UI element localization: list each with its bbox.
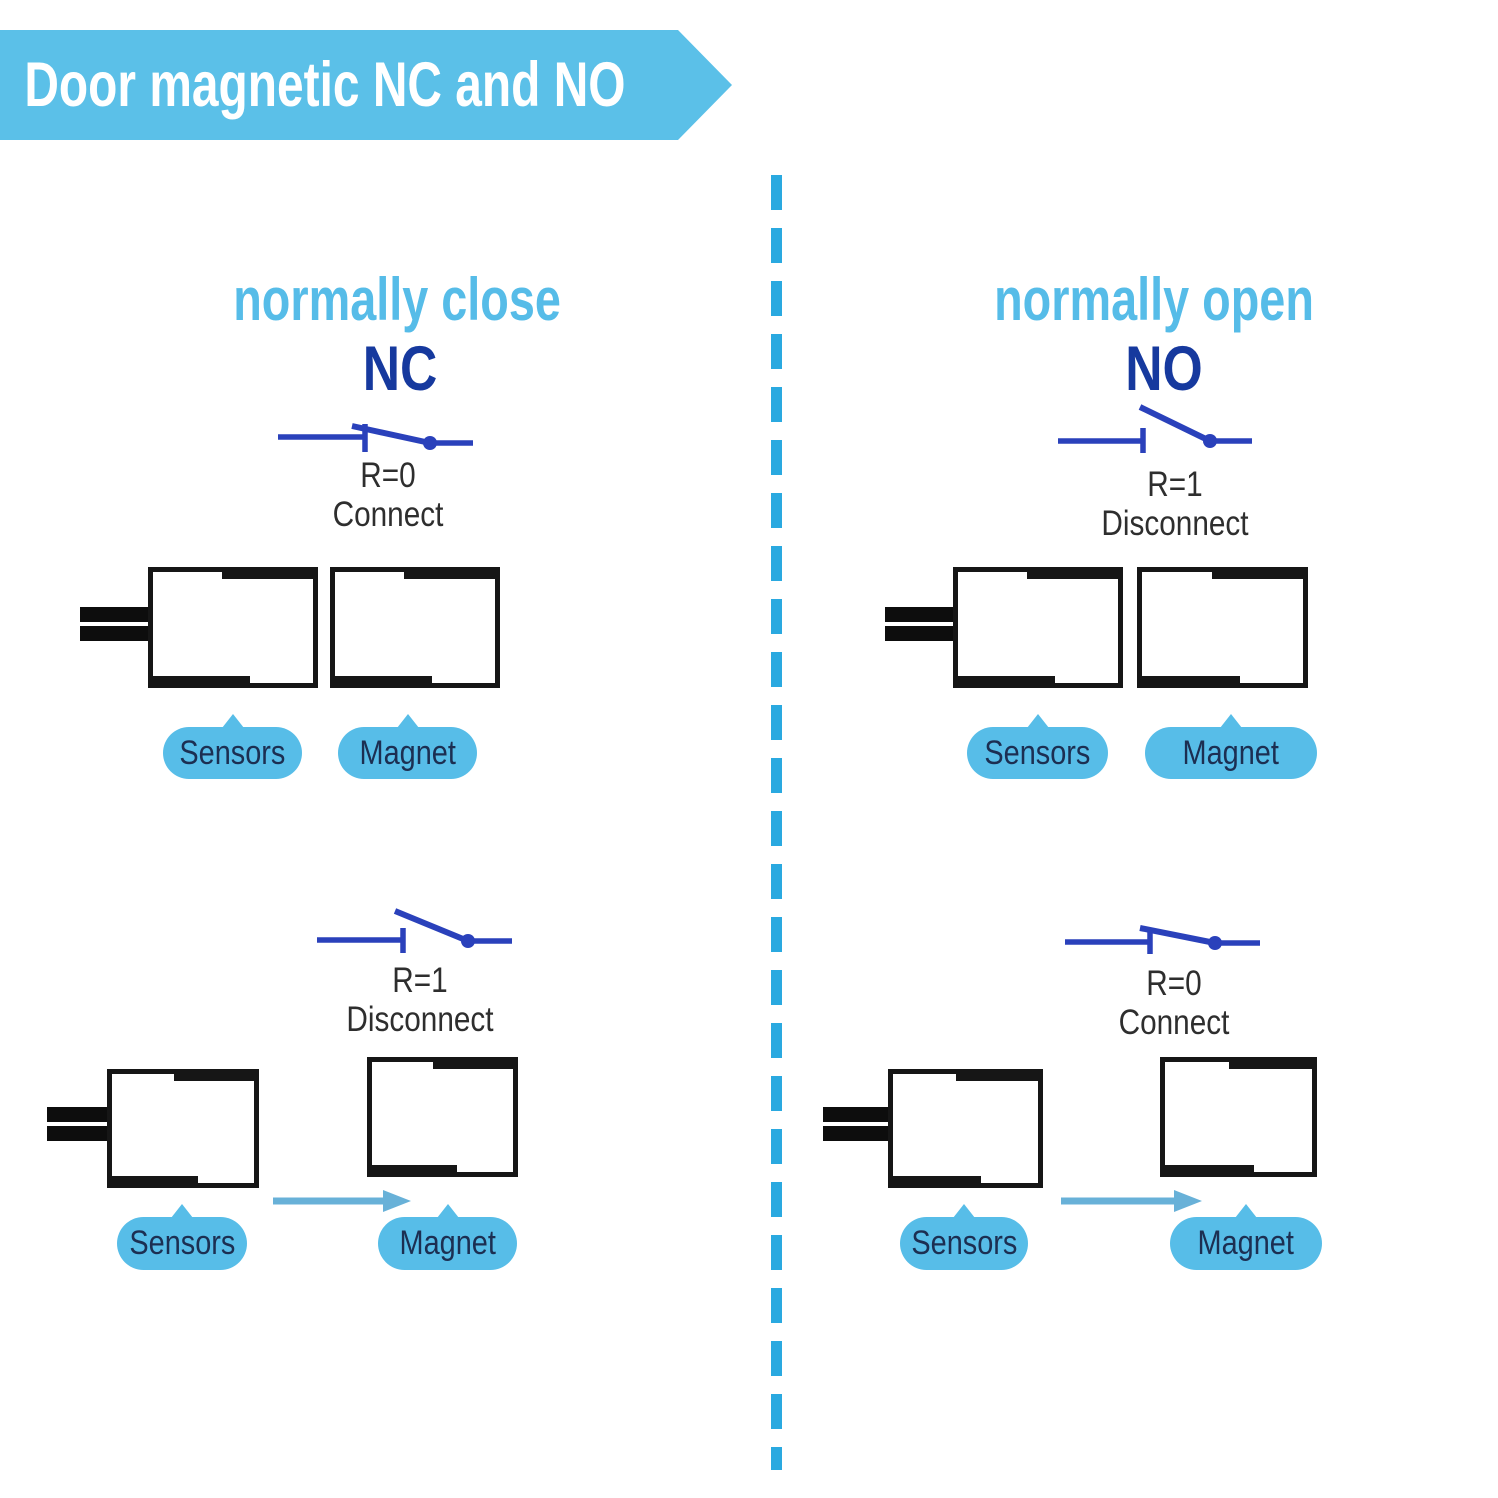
nc-open-state: R=1 Disconnect [290,961,550,1039]
pill-pointer [436,1204,459,1218]
pill-pointer [1026,714,1049,728]
sensors-label: Sensors [910,1224,1018,1262]
sensor-wire [823,1107,891,1122]
divider-dashed-line [771,175,782,1470]
switch-open-icon [1058,404,1252,453]
magnet-label: Magnet [359,733,456,772]
pill-pointer [171,1204,193,1218]
callout-magnet: Magnet [1170,1204,1322,1270]
no-abbr: NO [1125,334,1203,404]
resistance-label: R=0 [1146,964,1202,1003]
magnet-box [367,1057,518,1177]
callout-sensors: Sensors [967,714,1108,779]
action-label: Disconnect [1101,504,1249,543]
resistance-label: R=1 [1147,465,1203,504]
callout-sensors: Sensors [117,1204,247,1270]
action-label: Connect [332,495,444,534]
sensor-wire [47,1126,111,1141]
callout-sensors: Sensors [163,714,302,779]
no-top-state: R=1 Disconnect [1045,465,1305,543]
callout-magnet: Magnet [1145,714,1317,779]
magnet-label: Magnet [399,1224,496,1262]
pill-pointer [1235,1204,1257,1218]
pill-pointer [396,714,419,728]
callout-magnet: Magnet [378,1204,517,1270]
sensor-box [888,1069,1043,1188]
sensors-label: Sensors [128,1224,236,1262]
title-banner: Door magnetic NC and NO [0,30,732,140]
banner-title: Door magnetic NC and NO [24,50,626,120]
nc-closed-state: R=0 Connect [258,456,518,534]
magnet-label: Magnet [1182,733,1280,772]
sensor-box [107,1069,259,1188]
pill-pointer [953,1204,975,1218]
pill-pointer [1220,714,1242,728]
magnet-box [1160,1057,1317,1177]
callout-magnet: Magnet [338,714,477,779]
pill-pointer [221,714,244,728]
sensor-wire [80,626,152,641]
sensors-label: Sensors [984,733,1091,772]
sensors-label: Sensors [179,733,286,772]
no-bottom-state: R=0 Connect [1044,964,1304,1042]
callout-sensors: Sensors [900,1204,1028,1270]
sensor-box [953,567,1123,688]
magnet-box [1137,567,1308,688]
magnet-box [330,567,500,688]
nc-heading: normally close [233,266,561,333]
resistance-label: R=0 [360,456,416,495]
sensor-box [148,567,318,688]
separation-arrow-icon [273,1190,411,1212]
action-label: Connect [1118,1003,1230,1042]
sensor-wire [47,1107,111,1122]
switch-open-icon [317,908,512,953]
switch-closed-icon [1065,925,1260,954]
sensor-wire [885,607,957,622]
no-heading: normally open [994,266,1314,333]
nc-abbr: NC [362,334,438,404]
sensor-wire [823,1126,891,1141]
sensor-wire [80,607,152,622]
switch-closed-icon [278,423,473,452]
action-label: Disconnect [346,1000,494,1039]
separation-arrow-icon [1061,1190,1202,1212]
sensor-wire [885,626,957,641]
magnet-label: Magnet [1197,1224,1295,1262]
resistance-label: R=1 [392,961,448,1000]
